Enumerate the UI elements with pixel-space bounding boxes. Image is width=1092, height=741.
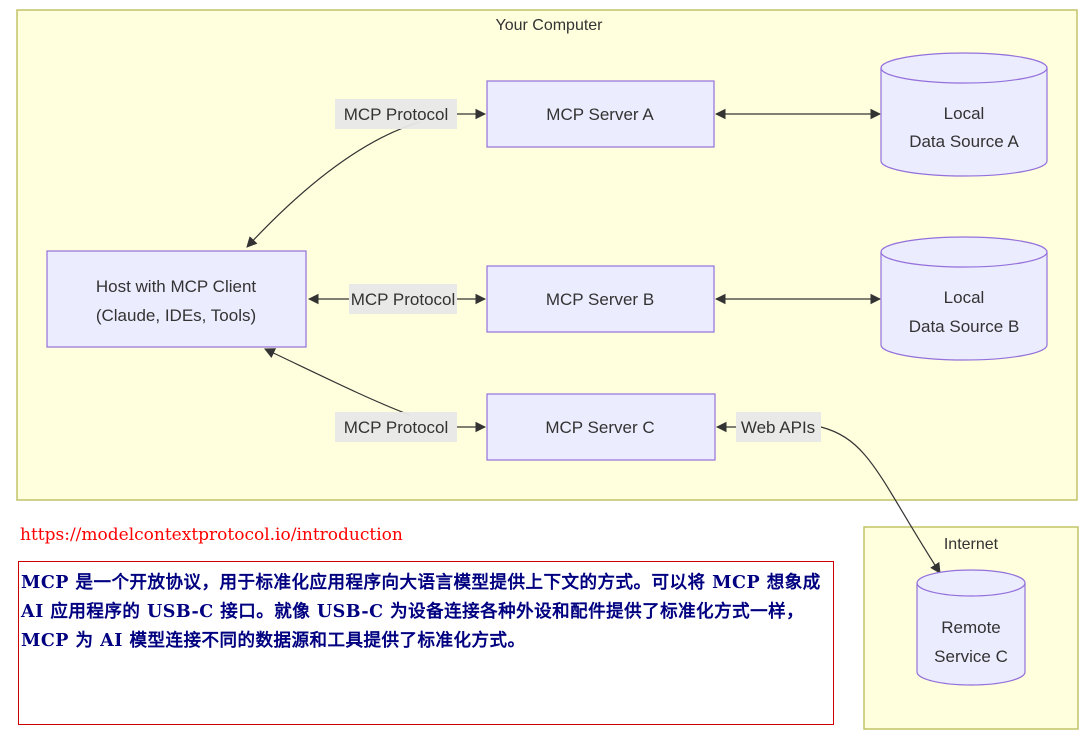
edge-label-web-apis: Web APIs [736,412,821,442]
node-data-source-a[interactable]: Local Data Source A [880,52,1048,177]
node-server-c-label: MCP Server C [545,418,654,437]
edge-label-host-c: MCP Protocol [335,412,457,442]
node-server-b-label: MCP Server B [546,290,654,309]
node-data-source-b-line2: Data Source B [909,317,1020,336]
cluster-internet-box [863,526,1079,730]
node-data-source-b-line1: Local [944,288,985,307]
edge-host-server-c-curve [264,348,411,416]
cluster-internet-title: Internet [944,536,999,553]
edge-label-host-b: MCP Protocol [349,284,457,314]
node-server-b[interactable]: MCP Server B [486,265,715,333]
node-data-source-a-line2: Data Source A [909,132,1019,151]
node-server-c[interactable]: MCP Server C [486,393,716,461]
cluster-your-computer-title: Your Computer [495,17,603,34]
node-host-line1: Host with MCP Client [96,277,257,296]
node-data-source-b[interactable]: Local Data Source B [880,236,1048,361]
edge-label-web-apis-text: Web APIs [741,418,815,437]
node-data-source-a-line1: Local [944,104,985,123]
node-server-a-label: MCP Server A [546,105,654,124]
edge-label-host-a: MCP Protocol [335,99,457,129]
description-text-box: MCP 是一个开放协议，用于标准化应用程序向大语言模型提供上下文的方式。可以将 … [18,561,834,725]
edges [246,108,941,574]
edge-label-host-c-text: MCP Protocol [344,418,449,437]
edge-host-server-a-curve [246,121,421,248]
node-server-a[interactable]: MCP Server A [486,80,715,148]
node-remote-service-c[interactable]: Remote Service C [916,569,1026,686]
edge-label-host-b-text: MCP Protocol [351,290,456,309]
edge-label-host-a-text: MCP Protocol [344,105,449,124]
source-url-link[interactable]: https://modelcontextprotocol.io/introduc… [20,525,403,545]
node-host-line2: (Claude, IDEs, Tools) [96,306,256,325]
cluster-internet: Internet [863,526,1079,730]
node-remote-service-c-line2: Service C [934,647,1008,666]
node-remote-service-c-line1: Remote [941,618,1001,637]
node-host[interactable]: Host with MCP Client (Claude, IDEs, Tool… [46,250,307,348]
edge-web-apis-remote-curve [820,426,941,574]
